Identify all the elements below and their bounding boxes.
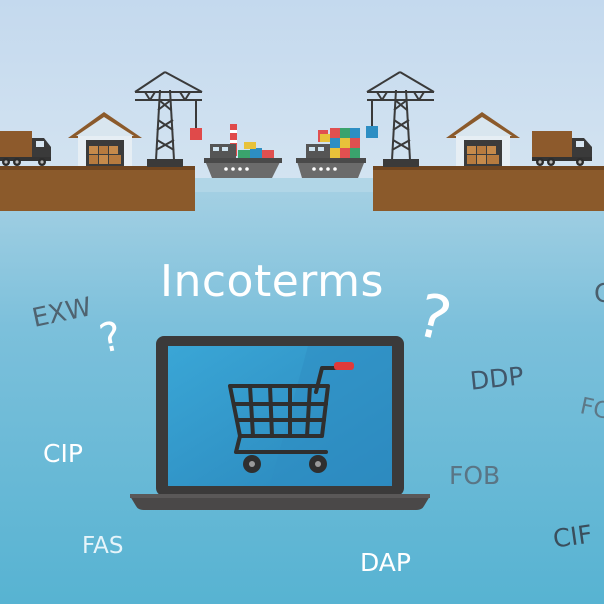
left-dock [0, 166, 195, 211]
right-crane-container [366, 126, 378, 138]
term-cif: CIF [551, 519, 595, 554]
page-title: Incoterms [160, 256, 384, 307]
right-ship-icon [296, 128, 366, 178]
left-crane-container [190, 128, 202, 140]
term-cip: CIP [43, 439, 83, 468]
term-dap: DAP [360, 548, 411, 577]
right-warehouse-icon [446, 112, 520, 166]
term-partial-right-mid: FC [577, 393, 604, 425]
left-ship-icon [204, 124, 282, 178]
term-fas: FAS [82, 533, 124, 559]
term-ddp: DDP [468, 361, 525, 396]
right-crane-icon [366, 71, 435, 167]
shopping-cart-icon [228, 366, 338, 454]
cart-handle-grip [334, 362, 354, 370]
left-crane-icon [134, 71, 203, 167]
laptop-icon [130, 336, 430, 510]
left-warehouse-icon [68, 112, 142, 166]
right-truck-icon [532, 131, 592, 166]
right-dock [373, 166, 604, 211]
left-truck-icon [0, 131, 51, 166]
term-fob: FOB [449, 461, 501, 490]
term-partial-right-top: C [594, 279, 604, 309]
